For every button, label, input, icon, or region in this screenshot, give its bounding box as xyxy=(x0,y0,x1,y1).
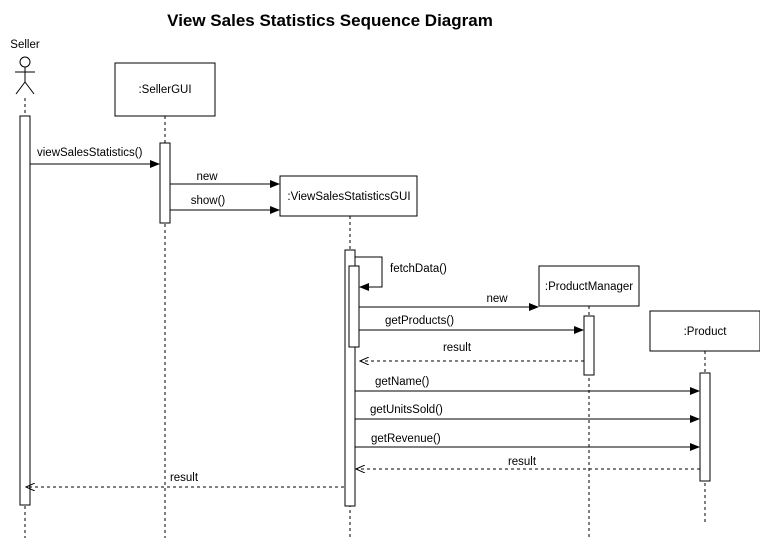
productmanager-activation xyxy=(583,315,595,376)
fetch-data-label: fetchData() xyxy=(390,263,447,275)
vssgui-label: :ViewSalesStatisticsGUI xyxy=(287,191,410,203)
get-name-label: getName() xyxy=(375,376,429,388)
result-product-label: result xyxy=(508,456,537,468)
new-productmanager-label: new xyxy=(486,293,508,305)
seller-actor: Seller xyxy=(10,39,40,95)
view-sales-statistics-label: viewSalesStatistics() xyxy=(37,147,143,159)
result-seller-label: result xyxy=(170,472,199,484)
product-label: :Product xyxy=(684,326,728,338)
seller-label: Seller xyxy=(10,39,40,51)
productmanager-label: :ProductManager xyxy=(545,281,633,293)
show-label: show() xyxy=(191,195,226,207)
get-units-sold-label: getUnitsSold() xyxy=(370,404,443,416)
seller-activation xyxy=(19,115,31,506)
new-vssgui-label: new xyxy=(196,171,218,183)
result-products-label: result xyxy=(443,342,472,354)
sellergui-box xyxy=(114,62,216,117)
vssgui-nested-activation xyxy=(348,265,360,348)
sellergui-label: :SellerGUI xyxy=(138,84,191,96)
productmanager-box xyxy=(538,265,640,307)
get-revenue-label: getRevenue() xyxy=(371,433,441,445)
product-box xyxy=(649,310,760,352)
fetch-data-arrow xyxy=(355,256,383,291)
get-products-label: getProducts() xyxy=(385,315,454,327)
vssgui-box xyxy=(279,175,418,217)
sellergui-activation xyxy=(159,142,171,224)
stick-figure-icon xyxy=(15,56,35,95)
diagram-title: View Sales Statistics Sequence Diagram xyxy=(167,11,493,30)
vssgui-activation xyxy=(344,249,356,507)
product-activation xyxy=(699,372,711,482)
